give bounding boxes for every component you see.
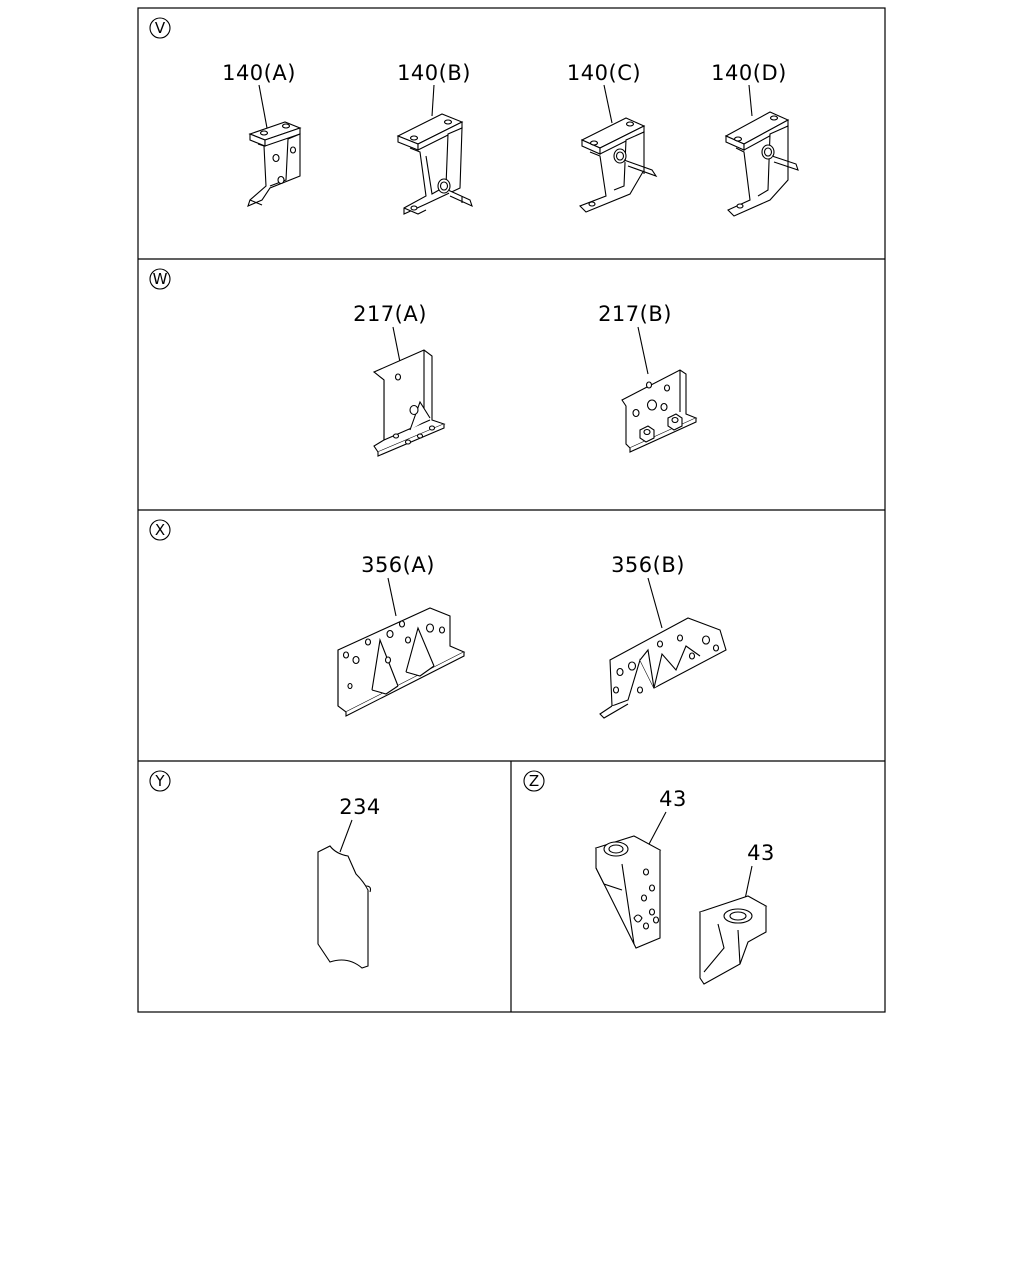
section-w: W 217(A) 217(B) xyxy=(149,268,696,456)
leader-lines-w xyxy=(392,326,649,375)
section-marker-y: Y xyxy=(149,770,171,792)
bracket-356a-drawing xyxy=(338,608,464,716)
leader-lines-v xyxy=(258,84,753,129)
part-label-217b: 217(B) xyxy=(598,302,672,326)
part-label-234: 234 xyxy=(339,795,381,819)
leader-lines-z xyxy=(647,811,753,905)
bracket-217a-drawing xyxy=(374,350,444,456)
bracket-217b-drawing xyxy=(622,370,696,452)
section-id-v: V xyxy=(155,19,166,37)
section-y: Y 234 xyxy=(149,770,381,968)
part-label-356a: 356(A) xyxy=(361,553,435,577)
section-id-x: X xyxy=(155,521,165,539)
leader-lines-x xyxy=(387,577,663,629)
part-label-140a: 140(A) xyxy=(222,61,296,85)
bracket-43-right-drawing xyxy=(700,896,766,984)
section-v: V 140(A) 140(B) 140(C) 140(D) xyxy=(149,17,798,216)
section-id-w: W xyxy=(153,270,168,288)
leader-line-234 xyxy=(339,819,353,853)
part-label-140c: 140(C) xyxy=(567,61,641,85)
section-x: X 356(A) 356(B) xyxy=(149,519,726,718)
part-label-43-left: 43 xyxy=(659,787,687,811)
bracket-140d-drawing xyxy=(726,112,798,216)
part-label-217a: 217(A) xyxy=(353,302,427,326)
bracket-43-left-drawing xyxy=(596,836,660,948)
bracket-140b-drawing xyxy=(398,114,472,214)
bracket-140a-drawing xyxy=(248,122,300,206)
section-marker-x: X xyxy=(149,519,171,541)
bracket-356b-drawing xyxy=(600,618,726,718)
part-label-43-right: 43 xyxy=(747,841,775,865)
section-z: Z 43 43 xyxy=(523,770,775,984)
plate-234-drawing xyxy=(318,846,371,968)
frame xyxy=(137,7,886,1013)
part-label-140b: 140(B) xyxy=(397,61,471,85)
section-id-y: Y xyxy=(154,772,165,790)
section-marker-v: V xyxy=(149,17,171,39)
section-marker-z: Z xyxy=(523,770,545,792)
section-marker-w: W xyxy=(149,268,171,290)
part-label-140d: 140(D) xyxy=(711,61,787,85)
section-id-z: Z xyxy=(529,772,539,790)
bracket-140c-drawing xyxy=(580,118,656,212)
part-label-356b: 356(B) xyxy=(611,553,685,577)
